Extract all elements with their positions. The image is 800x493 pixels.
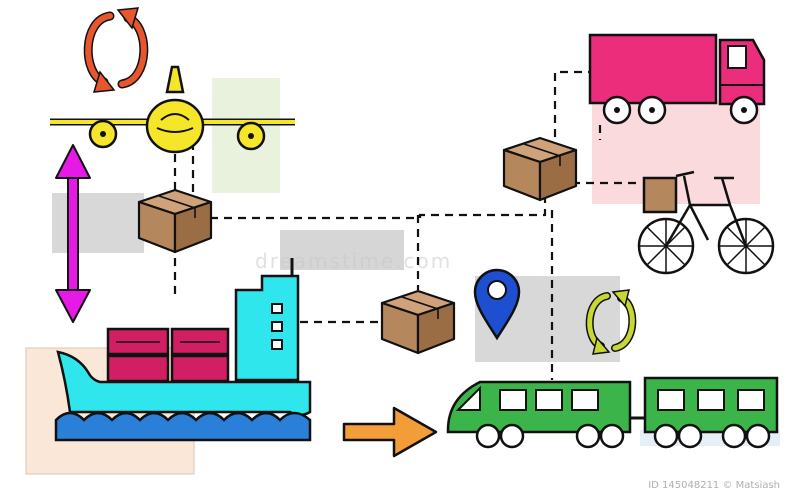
cargo-box-icon: [380, 289, 456, 355]
panel-gray-left: [52, 193, 144, 253]
watermark-line1: dreamstime.com: [255, 249, 452, 273]
cycle-arrows-icon: [83, 7, 149, 93]
watermark-line2: ID 145048211 © Matsiash: [648, 480, 780, 491]
watermark: dreamstime.com: [255, 249, 452, 273]
cycle-arrows-icon: [585, 289, 637, 355]
cargo-ship-icon: [54, 258, 312, 442]
watermark-footer: ID 145048211 © Matsiash: [648, 480, 780, 491]
airplane-icon: [50, 65, 295, 154]
bicycle-icon: [637, 170, 775, 275]
right-arrow-icon: [342, 406, 438, 458]
double-arrow-icon: [55, 144, 91, 323]
cargo-box-icon: [137, 188, 213, 254]
truck-icon: [588, 33, 766, 125]
location-pin-icon: [473, 268, 521, 341]
panel-gray-center: [280, 230, 404, 270]
train-icon: [446, 376, 779, 449]
cargo-box-icon: [502, 136, 578, 202]
